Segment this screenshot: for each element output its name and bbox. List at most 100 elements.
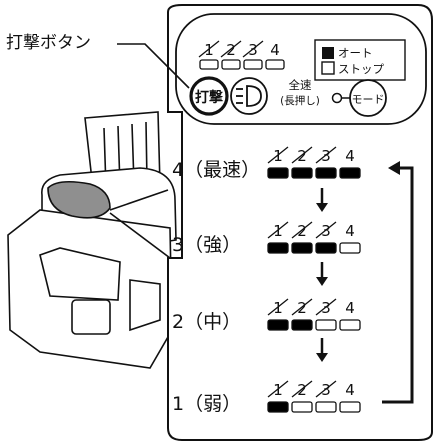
speed-note-line1: 全速 bbox=[289, 78, 312, 92]
level-label-1: 1（弱） bbox=[172, 393, 241, 415]
leader-line-lower bbox=[109, 212, 171, 259]
level-4-lamp-2-on bbox=[291, 167, 313, 179]
impact-button-label: 打撃 bbox=[195, 89, 223, 106]
level-4-lamp-3-on bbox=[315, 167, 337, 179]
down-arrow-3-2 bbox=[316, 262, 328, 286]
level-1-number-4: 4 bbox=[345, 381, 355, 399]
auto-stop-line1: オート bbox=[338, 46, 373, 60]
speed-indicator-dot bbox=[331, 92, 343, 104]
level-3-number-4: 4 bbox=[345, 222, 355, 240]
auto-stop-lamp-off bbox=[321, 61, 335, 75]
grip-ribs bbox=[103, 121, 148, 189]
leader-line-upper bbox=[109, 189, 169, 211]
level-3-number-slash-1 bbox=[267, 221, 289, 239]
level-1-number-slash-3 bbox=[315, 380, 337, 398]
light-button-ring bbox=[230, 77, 268, 115]
level-4-number-slash-2 bbox=[291, 146, 313, 164]
panel-number-slash-2 bbox=[220, 40, 242, 58]
level-3-number-1: 1 bbox=[273, 222, 283, 240]
tool-impact-button bbox=[47, 180, 111, 219]
impact-button-ring bbox=[189, 76, 229, 116]
level-4-lamp-1-on bbox=[267, 167, 289, 179]
light-button[interactable] bbox=[230, 77, 268, 115]
level-2-lamp-2-on bbox=[291, 319, 313, 331]
level-4-lamp-4-on bbox=[339, 167, 361, 179]
level-label-4: 4（最速） bbox=[172, 159, 260, 181]
level-4-number-2: 2 bbox=[297, 147, 307, 165]
down-arrow-2-1 bbox=[316, 338, 328, 362]
level-3-number-slash-3 bbox=[315, 221, 337, 239]
level-2-number-4: 4 bbox=[345, 299, 355, 317]
impact-button-callout: 打撃ボタン bbox=[6, 33, 190, 89]
light-icon bbox=[236, 85, 262, 107]
loop-arrow bbox=[382, 161, 414, 404]
level-4-number-3: 3 bbox=[321, 147, 331, 165]
mode-button[interactable]: モード bbox=[349, 79, 387, 117]
level-2-number-2: 2 bbox=[297, 299, 307, 317]
panel-lamp-2-off bbox=[221, 59, 241, 70]
power-tool-illustration bbox=[7, 111, 177, 369]
level-3-lamp-1-on bbox=[267, 242, 289, 254]
level-1-number-slash-1 bbox=[267, 380, 289, 398]
level-4-number-4: 4 bbox=[345, 147, 355, 165]
level-1-number-slash-2 bbox=[291, 380, 313, 398]
panel-lamp-1-off bbox=[199, 59, 219, 70]
down-arrow-4-3 bbox=[316, 188, 328, 212]
level-4-number-slash-3 bbox=[315, 146, 337, 164]
auto-stop-indicator: オート ストップ bbox=[314, 39, 406, 81]
mode-button-ring bbox=[349, 79, 387, 117]
level-1-number-3: 3 bbox=[321, 381, 331, 399]
callout-line bbox=[117, 43, 190, 89]
battery-side bbox=[129, 279, 161, 332]
level-3-lamp-4-off bbox=[339, 242, 361, 254]
battery-window bbox=[39, 247, 121, 301]
impact-button[interactable]: 打撃 bbox=[189, 76, 229, 116]
panel-number-1: 1 bbox=[204, 41, 214, 59]
level-3-number-2: 2 bbox=[297, 222, 307, 240]
auto-stop-lamp-on bbox=[322, 47, 334, 59]
level-3-number-slash-2 bbox=[291, 221, 313, 239]
level-4-number-slash-1 bbox=[267, 146, 289, 164]
level-1-lamp-2-off bbox=[291, 401, 313, 413]
level-1-number-1: 1 bbox=[273, 381, 283, 399]
level-2-number-1: 1 bbox=[273, 299, 283, 317]
level-2-number-slash-1 bbox=[267, 298, 289, 316]
mode-button-label: モード bbox=[352, 93, 385, 106]
level-label-3: 3（強） bbox=[172, 234, 241, 256]
level-2-lamp-3-off bbox=[315, 319, 337, 331]
panel-lamp-3-off bbox=[243, 59, 263, 70]
auto-stop-line2: ストップ bbox=[338, 62, 384, 76]
panel-number-4: 4 bbox=[270, 41, 280, 59]
level-2-number-3: 3 bbox=[321, 299, 331, 317]
panel-number-3: 3 bbox=[248, 41, 258, 59]
level-3-lamp-3-on bbox=[315, 242, 337, 254]
level-4-number-1: 1 bbox=[273, 147, 283, 165]
battery-slot bbox=[71, 299, 111, 335]
flow-arrows bbox=[316, 161, 414, 404]
auto-stop-frame bbox=[314, 39, 406, 81]
level-2-number-slash-2 bbox=[291, 298, 313, 316]
level-1-number-2: 2 bbox=[297, 381, 307, 399]
speed-note-line2: (長押し) bbox=[280, 94, 320, 107]
panel-lamp-4-off bbox=[265, 59, 285, 70]
level-1-lamp-4-off bbox=[339, 401, 361, 413]
level-3-lamp-2-on bbox=[291, 242, 313, 254]
level-2-number-slash-3 bbox=[315, 298, 337, 316]
panel-number-2: 2 bbox=[226, 41, 236, 59]
level-1-lamp-3-off bbox=[315, 401, 337, 413]
level-1-lamp-1-on bbox=[267, 401, 289, 413]
callout-label: 打撃ボタン bbox=[6, 33, 91, 53]
panel-number-slash-3 bbox=[242, 40, 264, 58]
level-2-lamp-1-on bbox=[267, 319, 289, 331]
panel-number-slash-1 bbox=[198, 40, 220, 58]
level-3-number-3: 3 bbox=[321, 222, 331, 240]
level-label-2: 2（中） bbox=[172, 311, 241, 333]
level-2-lamp-4-off bbox=[339, 319, 361, 331]
